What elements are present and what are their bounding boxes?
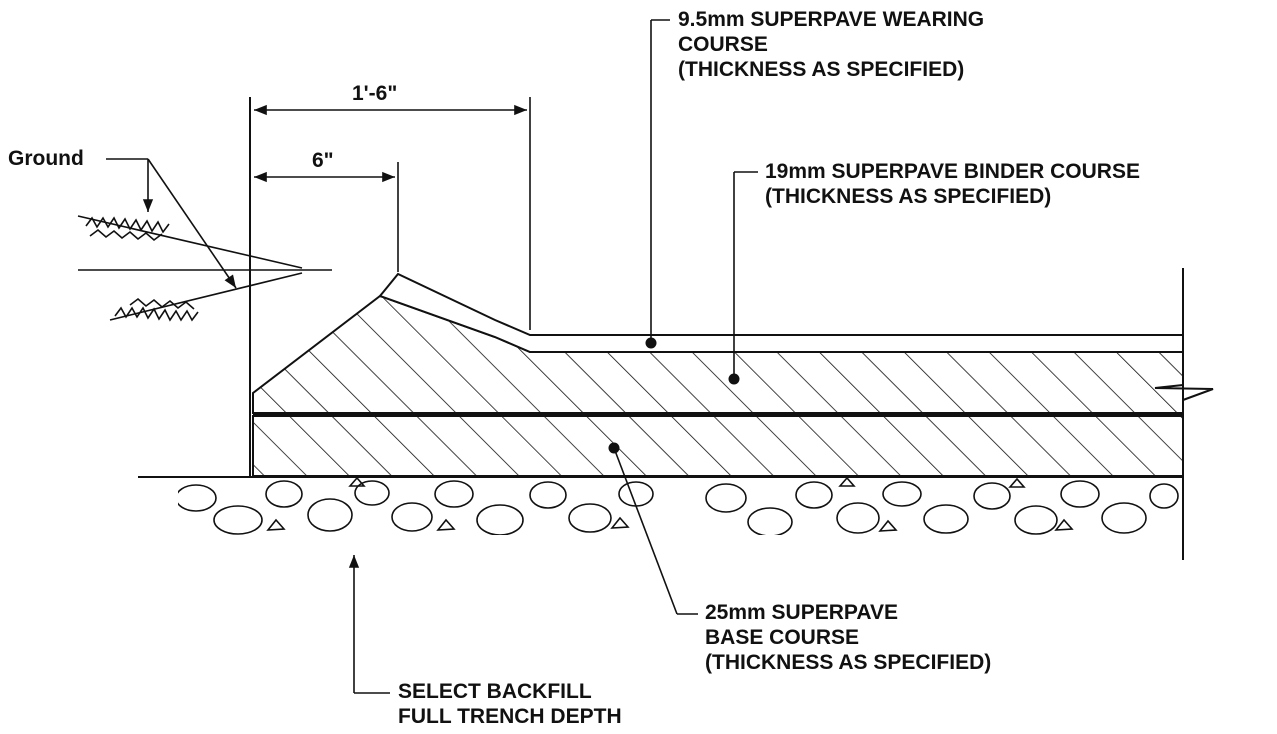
backfill-label: SELECT BACKFILL FULL TRENCH DEPTH — [398, 680, 622, 728]
wearing-course-pointer — [645, 337, 657, 349]
binder-course-pointer — [728, 373, 740, 385]
wearing-course-label: 9.5mm SUPERPAVE WEARING COURSE (THICKNES… — [678, 8, 985, 81]
ground-leader — [106, 158, 237, 289]
wearing-course-layer — [378, 272, 1184, 353]
base-course-leader — [613, 447, 698, 615]
base-course-pointer — [608, 442, 620, 454]
dimension-inner-label: 6" — [312, 149, 334, 172]
backfill-leader — [348, 555, 390, 694]
binder-course-leader — [733, 171, 758, 379]
binder-course-layer — [252, 294, 1184, 414]
dimension-overall — [253, 97, 531, 330]
dimension-overall-label: 1'-6" — [352, 82, 398, 105]
wearing-course-leader — [650, 19, 670, 343]
gravel-backfill — [178, 477, 1179, 535]
ground-label: Ground — [8, 147, 84, 170]
dimension-inner — [253, 162, 399, 272]
base-course-layer — [252, 415, 1184, 477]
base-course-label: 25mm SUPERPAVE BASE COURSE (THICKNESS AS… — [705, 601, 992, 674]
ground-slope — [77, 215, 332, 322]
binder-course-label: 19mm SUPERPAVE BINDER COURSE (THICKNESS … — [765, 160, 1140, 208]
